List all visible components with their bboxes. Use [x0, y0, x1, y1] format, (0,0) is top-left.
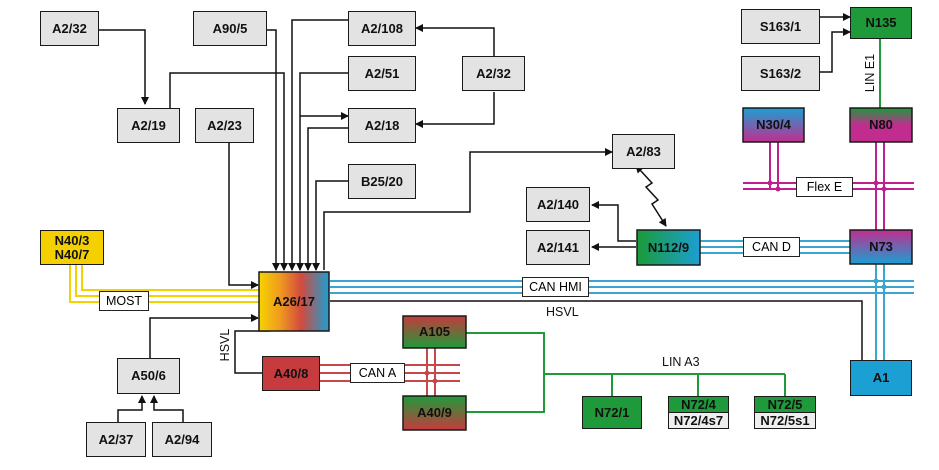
bus-label-can-hmi: CAN HMI	[522, 277, 589, 297]
node-n40-3-n40-7: N40/3 N40/7	[40, 230, 104, 265]
bus-label-most: MOST	[99, 291, 149, 311]
node-a2-37: A2/37	[86, 422, 146, 457]
node-a2-141: A2/141	[526, 230, 590, 265]
node-n135: N135	[850, 7, 912, 39]
bus-label-flex-e: Flex E	[796, 177, 853, 197]
node-s163-1: S163/1	[741, 9, 820, 44]
bus-label-lin-a3: LIN A3	[662, 355, 700, 369]
node-n30-4: N30/4	[756, 117, 791, 132]
bus-label-can-a: CAN A	[350, 363, 405, 383]
node-a26-17: A26/17	[273, 293, 315, 309]
bus-label-hsvl: HSVL	[546, 305, 579, 319]
node-a2-51: A2/51	[348, 56, 416, 91]
node-a40-8: A40/8	[262, 356, 320, 391]
node-a50-6: A50/6	[117, 358, 180, 394]
bus-label-lin-e1: LIN E1	[863, 53, 877, 93]
node-a2-140: A2/140	[526, 187, 590, 222]
a26-17-fill	[258, 271, 330, 332]
node-s163-2: S163/2	[741, 56, 820, 91]
node-a2-23: A2/23	[195, 108, 254, 143]
bus-label-can-d: CAN D	[743, 237, 800, 257]
node-a2-32-left: A2/32	[40, 11, 99, 46]
node-a1: A1	[850, 360, 912, 396]
node-n80: N80	[869, 117, 893, 132]
node-a90-5: A90/5	[193, 11, 267, 46]
node-a2-18: A2/18	[348, 108, 416, 143]
node-n112-9: N112/9	[647, 239, 690, 255]
node-a2-83: A2/83	[612, 134, 675, 169]
node-n72-4: N72/4 N72/4s7	[668, 396, 729, 429]
node-a2-32-right: A2/32	[462, 56, 525, 91]
node-n73: N73	[869, 239, 893, 254]
node-n72-1: N72/1	[582, 396, 642, 429]
node-a2-108: A2/108	[348, 11, 416, 46]
bus-label-hsvl-vertical: HSVL	[218, 328, 232, 362]
node-a105: A105	[418, 324, 451, 339]
node-a2-19: A2/19	[117, 108, 180, 143]
node-a40-9: A40/9	[417, 405, 452, 420]
node-b25-20: B25/20	[348, 164, 416, 199]
node-a2-94: A2/94	[152, 422, 212, 457]
node-n72-5: N72/5 N72/5s1	[754, 396, 816, 429]
